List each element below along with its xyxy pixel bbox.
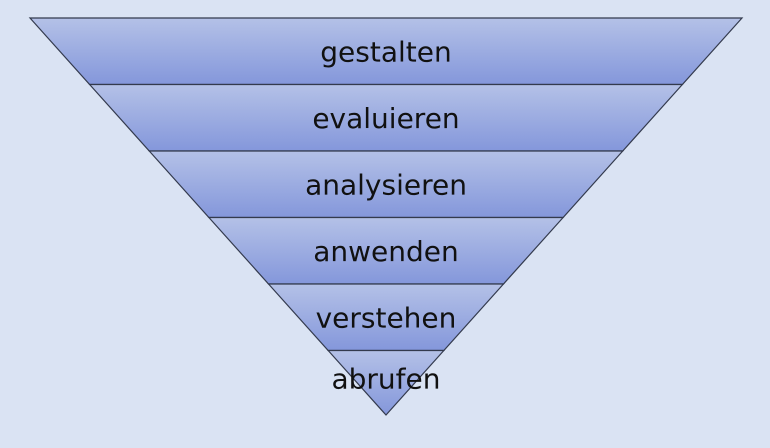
pyramid-labels: gestalten evaluieren analysieren anwenden ve… xyxy=(305,35,467,395)
pyramid-bands xyxy=(28,17,744,416)
pyramid-level-3-label: analysieren xyxy=(305,168,467,201)
pyramid-level-5-label: verstehen xyxy=(316,301,457,334)
pyramid-level-2-label: evaluieren xyxy=(312,102,459,135)
pyramid-level-6-label: abrufen xyxy=(331,363,440,396)
pyramid-level-1-label: gestalten xyxy=(320,35,451,68)
pyramid-level-4-label: anwenden xyxy=(313,235,459,268)
pyramid-level-6-band xyxy=(326,349,446,416)
